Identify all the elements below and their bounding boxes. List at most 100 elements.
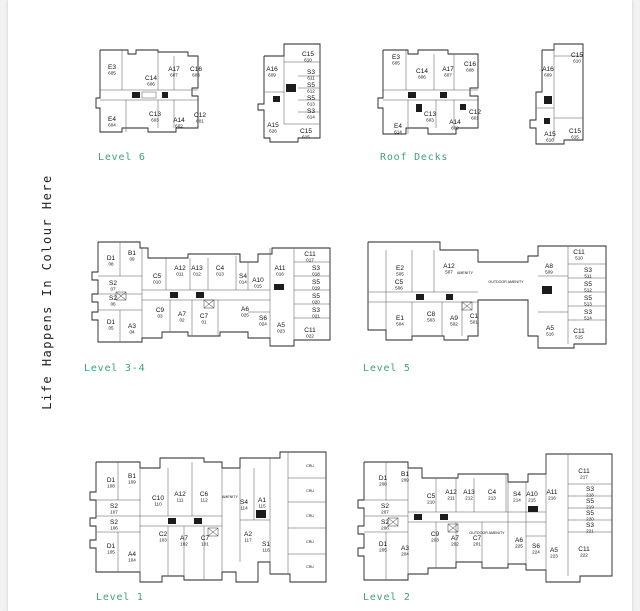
unit-code: S5 [312,293,320,300]
unit-code: A2 [244,531,252,538]
unit-code: D1 [379,475,388,482]
unit-code: A16 [266,66,278,73]
unit-code: S6 [532,543,540,550]
unit-code: C6 [200,491,209,498]
unit-number: 512 [584,288,592,293]
unit-number: 506 [395,286,403,291]
unit-number: 019 [312,286,320,291]
unit-code: E4 [394,123,402,130]
unit-number: 021 [312,314,320,319]
unit-number: 614 [307,115,315,120]
unit-number: 224 [532,550,540,555]
unit-code: C5 [395,279,404,286]
unit-code: S2 [109,295,117,302]
unit-number: 025 [241,313,249,318]
unit-number: 501 [470,320,478,325]
unit-number: 214 [513,498,521,503]
unit-number: 509 [545,270,553,275]
floor-plans-canvas: Level 6 Roof Decks Level 3-4 Level 5 Lev… [84,43,613,603]
unit-code: A11 [546,489,557,496]
unit-code: S5 [584,295,592,302]
unit-number: 208 [379,482,387,487]
unit-code: C11 [573,328,585,335]
unit-number: 504 [396,322,404,327]
unit-number: 115 [258,504,266,509]
unit-code: A17 [442,66,454,73]
unit-code: S3 [312,265,320,272]
unit-number: 503 [427,318,435,323]
unit-number: 014 [239,280,247,285]
unit-number: 502 [450,322,458,327]
unit-number: 206 [381,526,389,531]
unit-number: 108 [107,484,115,489]
unit-code: E3 [108,64,116,71]
level-5-label: Level 5 [363,363,411,374]
unit-number: 221 [586,529,594,534]
unit-code: A12 [443,263,455,270]
unit-number: 106 [110,526,118,531]
level-1-cru-label: CRU [306,540,314,544]
level-1-cru-label: CRU [306,489,314,493]
unit-number: 609 [268,73,276,78]
unit-code: A13 [463,489,475,496]
unit-code: C14 [416,68,428,75]
unit-number: 024 [259,322,267,327]
unit-code: A15 [544,131,556,138]
unit-code: A5 [546,325,554,332]
unit-number: 103 [159,538,167,543]
unit-number: 013 [216,272,224,277]
unit-number: 225 [515,544,523,549]
unit-number: 607 [170,73,178,78]
unit-number: 219 [586,505,594,510]
unit-code: S5 [307,82,315,89]
unit-code: S6 [259,315,267,322]
unit-number: 615 [302,135,310,140]
unit-number: 08 [108,262,114,267]
unit-number: 220 [586,517,594,522]
plan-level-2 [357,453,613,583]
unit-code: S3 [586,522,594,529]
unit-code: E4 [108,116,116,123]
unit-code: A8 [545,263,553,270]
unit-number: 223 [550,554,558,559]
unit-code: C7 [201,535,210,542]
level-1-label: Level 1 [96,592,144,603]
